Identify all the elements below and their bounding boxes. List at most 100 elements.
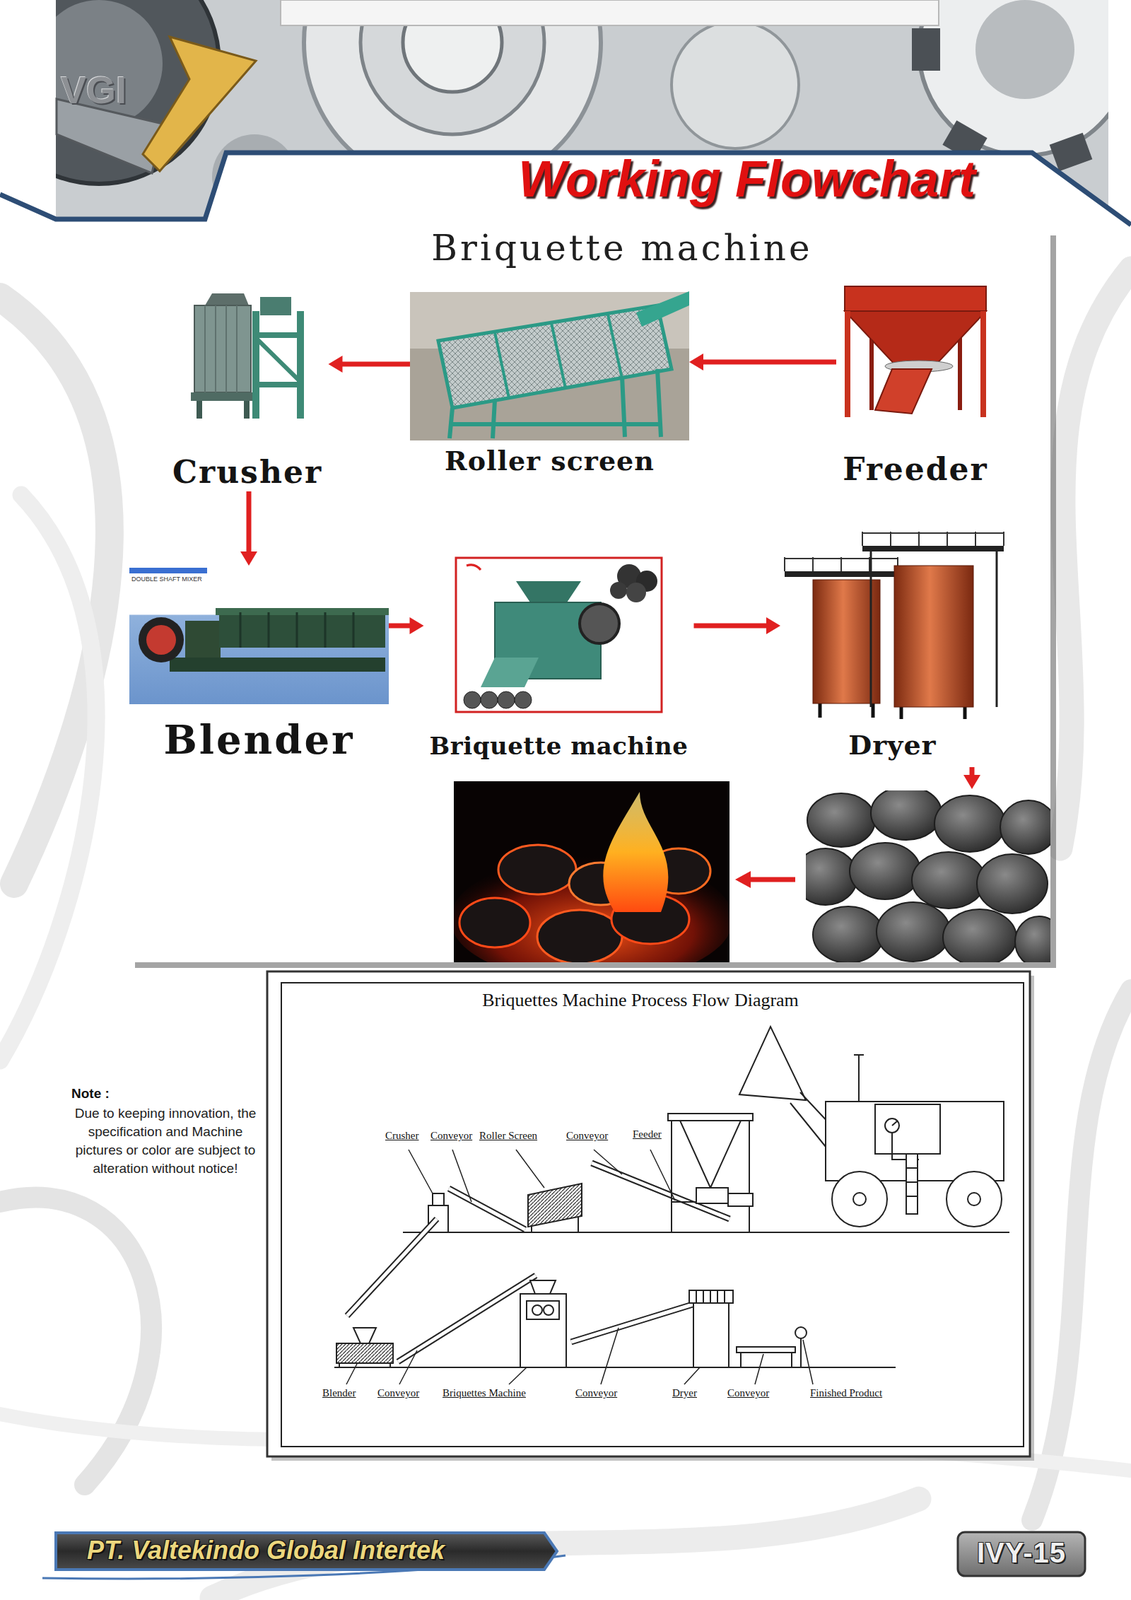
- process-line-drawing: [906, 1153, 918, 1214]
- page-badge: [957, 1531, 1086, 1576]
- briquette-machine-picture: [455, 557, 662, 712]
- leader-lines: [346, 1363, 357, 1385]
- arrow-line: [701, 359, 837, 365]
- process-line-drawing: [526, 1300, 560, 1320]
- machine-node: Crusher: [166, 293, 329, 492]
- leader-lines: [516, 1149, 545, 1188]
- leader-lines: [399, 1350, 418, 1385]
- fire-picture: [459, 897, 531, 948]
- briquettes-picture: [942, 909, 1017, 963]
- machine-node: Roller screen: [409, 291, 690, 478]
- leader-lines: [346, 1149, 813, 1385]
- feeder-picture: [980, 311, 987, 418]
- process-line-drawing: [739, 1026, 806, 1100]
- crusher-picture: [252, 311, 260, 419]
- fire-picture: [602, 791, 668, 912]
- process-line-drawing: [696, 1290, 725, 1303]
- roller-screen-picture: [409, 291, 690, 441]
- crusher-picture: [260, 296, 292, 316]
- roller-screen-picture: [409, 291, 690, 441]
- blender-picture: [215, 607, 389, 615]
- dryer-picture: [862, 545, 1004, 552]
- briquette-machine-picture: [455, 557, 662, 712]
- machine-name: Crusher: [172, 453, 323, 492]
- blender-picture: [169, 657, 386, 672]
- dryer-picture: [894, 565, 974, 707]
- briquette-machine-picture: [466, 564, 481, 570]
- leader-lines: [452, 1149, 472, 1202]
- process-line-drawing: [853, 1054, 864, 1102]
- page-title: Working Flowchart: [424, 149, 976, 208]
- crusher-picture: [196, 400, 203, 419]
- leader-lines: [803, 1339, 813, 1385]
- process-line-drawing: [432, 1193, 444, 1206]
- process-line-drawing: [334, 1026, 1010, 1368]
- briquettes-picture: [976, 853, 1048, 914]
- process-line-drawing: [571, 1300, 705, 1342]
- machine-name: Briquette machine: [429, 731, 689, 761]
- briquette-machine-picture: [626, 582, 647, 603]
- blender-picture: [146, 624, 177, 655]
- part-label: Briquettes Machine: [442, 1386, 526, 1399]
- page-badge: [957, 1531, 1086, 1576]
- crusher-picture: [194, 305, 251, 393]
- process-line-drawing: [397, 1275, 536, 1362]
- process-line-drawing: [728, 1193, 753, 1206]
- process-line-drawing: [520, 1293, 567, 1368]
- leader-lines: [684, 1367, 700, 1385]
- briquette-machine-picture: [579, 603, 620, 644]
- logo-text: VGI: [60, 67, 127, 112]
- header-band: [671, 21, 799, 149]
- flow-arrow: [694, 617, 782, 635]
- process-line-drawing: [448, 1188, 526, 1230]
- header-band: [212, 134, 297, 220]
- feeder-picture: [875, 368, 932, 414]
- process-line-drawing: [334, 1366, 896, 1368]
- machine-node: Blender: [129, 565, 389, 764]
- machine-node: Freeder: [836, 283, 995, 489]
- dryer-picture: [784, 557, 898, 572]
- process-line-drawing: [397, 1275, 536, 1362]
- arrow-line: [388, 623, 412, 629]
- crusher-picture: [204, 293, 249, 306]
- process-line-drawing: [967, 1192, 981, 1206]
- briquettes-picture: [934, 795, 1006, 852]
- briquette-machine-picture: [514, 691, 532, 709]
- process-line-drawing: [543, 1304, 554, 1315]
- machine-name: Roller screen: [444, 444, 655, 478]
- crusher-picture: [252, 332, 304, 338]
- part-label: Finished Product: [810, 1386, 883, 1399]
- roller-screen-picture: [636, 291, 690, 327]
- crusher-picture: [296, 311, 304, 419]
- roller-screen-picture: [494, 314, 623, 398]
- leader-lines: [593, 1149, 623, 1175]
- blender-picture: [138, 617, 184, 663]
- machine-name: Freeder: [842, 450, 989, 489]
- briquette-machine-picture: [610, 581, 627, 599]
- process-line-drawing: [693, 1302, 729, 1368]
- briquettes-picture: [812, 906, 884, 963]
- image-arrows: [735, 766, 981, 888]
- fire-picture: [498, 844, 577, 895]
- machine-node: Briquette machine: [424, 555, 695, 761]
- feeder-picture: [844, 286, 987, 312]
- briquettes-picture: [1000, 800, 1051, 854]
- part-label: Blender: [322, 1386, 356, 1399]
- image-arrows: [749, 877, 796, 883]
- crusher-picture: [243, 400, 250, 419]
- fire-picture: [453, 781, 730, 963]
- flow-arrow: [240, 491, 258, 566]
- part-label: Conveyor: [377, 1386, 420, 1399]
- panel-heading: Briquette machine: [339, 227, 905, 269]
- briquettes-picture: [805, 790, 1051, 963]
- background-swirls: [1032, 989, 1131, 1520]
- company-name: PT. Valtekindo Global Intertek: [86, 1535, 445, 1566]
- process-line-drawing: [667, 1113, 753, 1121]
- process-line-drawing: [853, 1192, 866, 1206]
- image-arrows: [735, 870, 751, 888]
- process-line-drawing: [689, 1290, 734, 1303]
- process-line-drawing: [531, 1215, 579, 1233]
- briquette-machine-picture: [480, 657, 539, 688]
- process-line-drawing: [736, 1346, 796, 1353]
